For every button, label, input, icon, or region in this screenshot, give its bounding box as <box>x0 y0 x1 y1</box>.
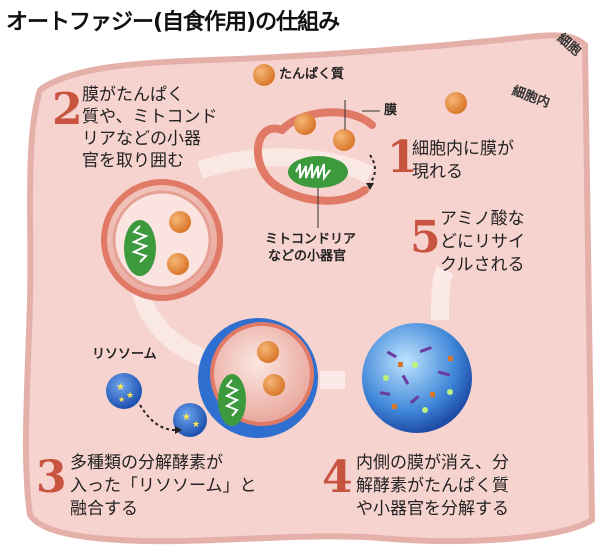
membrane-icon <box>253 124 369 205</box>
svg-text:★: ★ <box>192 420 200 430</box>
step-2-text-line1: 膜がたんぱく <box>82 85 184 105</box>
step-5-text-line2: どにリサイ <box>440 232 525 252</box>
arrow-head <box>366 183 374 190</box>
svg-text:★: ★ <box>116 382 125 393</box>
step-3-text-line3: 融合する <box>70 499 138 519</box>
cycle-arrow <box>131 287 214 369</box>
arrow-head <box>175 426 182 434</box>
protein-icon <box>253 64 275 86</box>
step-4-text-line1: 内側の膜が消え、分 <box>356 453 509 473</box>
organelle-label-line2: などの小器官 <box>268 249 347 264</box>
cycle-arrow <box>197 148 375 184</box>
step-4-number: 4 <box>322 452 353 503</box>
step-2-text-line2: 質や、ミトコンド <box>82 107 218 127</box>
svg-text:★: ★ <box>182 412 191 423</box>
cycle-arrow <box>431 265 454 321</box>
lysosome-icon <box>106 373 142 409</box>
organelle-label-line1: ミトコンドリア <box>265 232 357 247</box>
step-4-text-line2: 解酵素がたんぱく質 <box>356 476 509 496</box>
step-3-number: 3 <box>36 452 67 503</box>
step-1-text-line2: 現れる <box>412 162 463 182</box>
protein-icon <box>169 211 191 233</box>
protein-icon <box>257 341 279 363</box>
protein-icon <box>333 129 355 151</box>
svg-text:★: ★ <box>126 391 134 401</box>
step-1-number: 1 <box>387 132 418 183</box>
step-3-text-line2: 入った「リソソーム」と <box>70 476 257 496</box>
step-2-text-line3: リアなどの小器 <box>82 129 201 149</box>
protein-icon <box>445 92 467 114</box>
step-5-number: 5 <box>410 212 441 263</box>
membrane-label: 膜 <box>384 103 398 118</box>
step-4-text-line3: や小器官を分解する <box>356 499 509 519</box>
pointer-line <box>139 404 176 431</box>
protein-icon <box>263 374 285 396</box>
step-2-text-line4: 官を取り囲む <box>82 151 184 171</box>
lysosome-label: リソソーム <box>92 347 157 362</box>
lysosome-icon <box>173 403 207 437</box>
digestion-sphere <box>362 323 472 433</box>
protein-label: たんぱく質 <box>279 67 345 82</box>
mitochondria-icon <box>218 374 246 426</box>
page-title: オートファジー(自食作用)の仕組み <box>6 10 340 35</box>
pointer-line <box>369 154 376 184</box>
step-1-text-line1: 細胞内に膜が <box>412 139 514 159</box>
fragments <box>392 356 453 409</box>
step-3-text-line1: 多種類の分解酵素が <box>70 453 223 473</box>
protein-icon <box>167 253 189 275</box>
svg-text:★: ★ <box>118 395 125 404</box>
step-2-number: 2 <box>52 84 83 135</box>
protein-icon <box>294 113 316 135</box>
membrane-icon <box>278 108 376 134</box>
step-5-text-line3: クルされる <box>440 255 525 275</box>
step-5-text-line1: アミノ酸な <box>440 209 525 229</box>
fragments <box>383 362 453 413</box>
fragments <box>379 346 451 404</box>
mitochondria-cristae <box>295 163 331 181</box>
